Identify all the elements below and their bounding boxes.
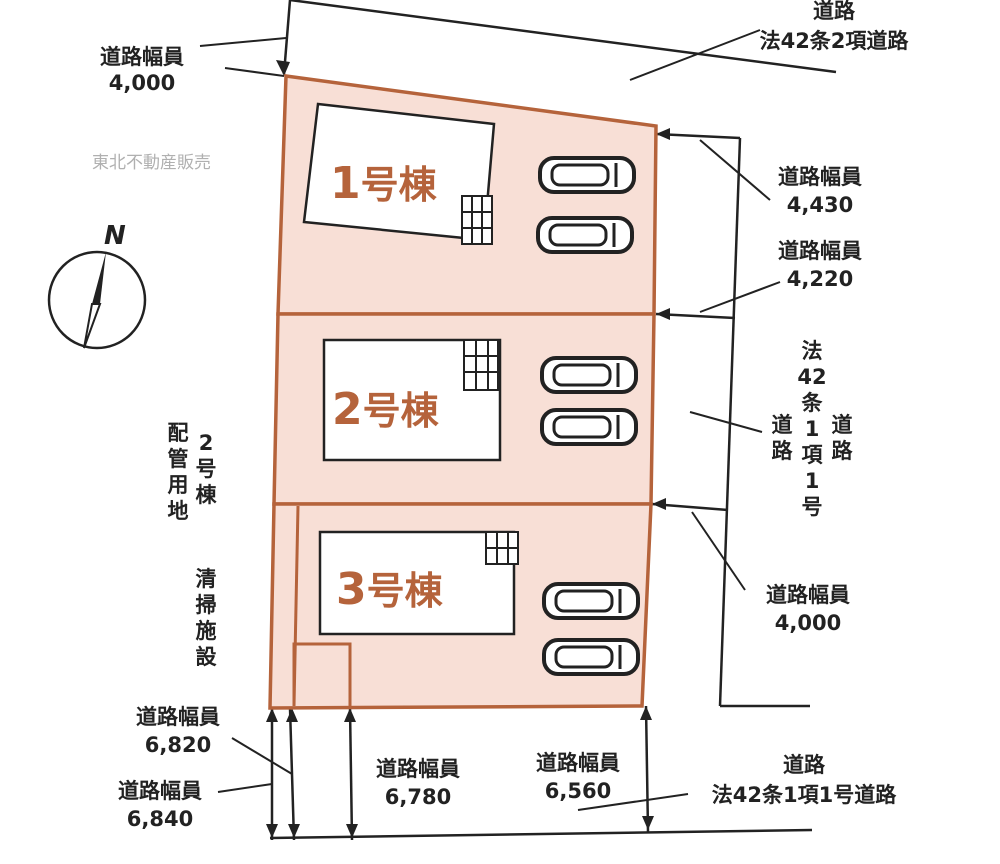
lot-2-name: 2号棟: [332, 384, 440, 435]
balcony-icon: [463, 339, 499, 391]
dimension-arrows: [266, 60, 670, 838]
label-road-bottom-2: 道路幅員 6,840: [118, 779, 202, 831]
vertical-char: 施: [196, 619, 217, 643]
vertical-char: 法: [802, 339, 823, 363]
vertical-char: 道: [772, 413, 793, 437]
label-road-right-3: 道路幅員 4,000: [766, 583, 850, 635]
balcony-icon: [485, 531, 519, 565]
label-road-bottom-3: 道路幅員 6,780: [376, 757, 460, 809]
house-3: [318, 530, 519, 636]
car-icon: [542, 638, 640, 676]
svg-text:道路: 道路: [783, 753, 826, 777]
vertical-char: 項: [802, 443, 824, 467]
svg-text:道路幅員: 道路幅員: [766, 583, 850, 607]
svg-text:4,220: 4,220: [787, 267, 853, 291]
vertical-char: 号: [196, 457, 217, 481]
svg-text:4,000: 4,000: [109, 71, 175, 95]
svg-text:道路幅員: 道路幅員: [778, 165, 862, 189]
label-road-bottom-1: 道路幅員 6,820: [136, 705, 220, 757]
vertical-char: 1: [805, 469, 820, 493]
svg-text:道路幅員: 道路幅員: [376, 757, 460, 781]
svg-text:4,000: 4,000: [775, 611, 841, 635]
car-icon: [540, 356, 638, 394]
svg-text:6,780: 6,780: [385, 785, 451, 809]
vertical-char: 道: [832, 413, 853, 437]
vertical-char: 1: [805, 417, 820, 441]
svg-text:道路幅員: 道路幅員: [100, 45, 184, 69]
vertical-char: 掃: [196, 593, 217, 617]
lot-1-name: 1号棟: [330, 158, 438, 209]
house-1: [302, 102, 496, 245]
svg-text:道路幅員: 道路幅員: [536, 751, 620, 775]
vertical-char: 棟: [196, 483, 218, 507]
label-road-bottom: 道路 法42条1項1号道路: [712, 753, 897, 807]
svg-text:6,840: 6,840: [127, 807, 193, 831]
watermark: 東北不動産販売: [92, 153, 211, 173]
vertical-char: 42: [797, 365, 826, 389]
vertical-char: 配: [168, 421, 189, 445]
compass-north: N: [104, 221, 126, 251]
vertical-char: 清: [196, 567, 217, 591]
compass: N: [47, 221, 147, 350]
svg-text:道路幅員: 道路幅員: [136, 705, 220, 729]
svg-text:4,430: 4,430: [787, 193, 853, 217]
label-road-bottom-4: 道路幅員 6,560: [536, 751, 620, 803]
house-2: [322, 338, 502, 462]
car-icon: [536, 216, 634, 254]
svg-text:法42条2項道路: 法42条2項道路: [760, 29, 910, 53]
vertical-char: 管: [168, 447, 189, 471]
vertical-char: 条: [802, 391, 824, 415]
car-icon: [542, 582, 640, 620]
svg-text:道路: 道路: [813, 0, 856, 23]
svg-text:道路幅員: 道路幅員: [778, 239, 862, 263]
vertical-char: 路: [832, 439, 854, 463]
vertical-char: 号: [802, 495, 823, 519]
svg-text:6,820: 6,820: [145, 733, 211, 757]
label-road-top-left: 道路幅員 4,000: [100, 45, 184, 95]
vertical-char: 2: [199, 431, 214, 455]
svg-text:道路幅員: 道路幅員: [118, 779, 202, 803]
vertical-char: 設: [196, 645, 218, 669]
svg-text:法42条1項1号道路: 法42条1項1号道路: [712, 783, 897, 807]
label-road-right-1: 道路幅員 4,430: [778, 165, 862, 217]
vertical-char: 路: [772, 439, 794, 463]
car-icon: [538, 156, 636, 194]
parking-spaces: [536, 156, 640, 676]
car-icon: [540, 408, 638, 446]
balcony-icon: [461, 195, 493, 245]
label-road-right-2: 道路幅員 4,220: [778, 239, 862, 291]
lot-3-name: 3号棟: [336, 564, 444, 615]
svg-text:6,560: 6,560: [545, 779, 611, 803]
vertical-char: 地: [168, 499, 189, 523]
vertical-char: 用: [168, 473, 189, 497]
label-road-top: 道路 法42条2項道路: [760, 0, 910, 53]
